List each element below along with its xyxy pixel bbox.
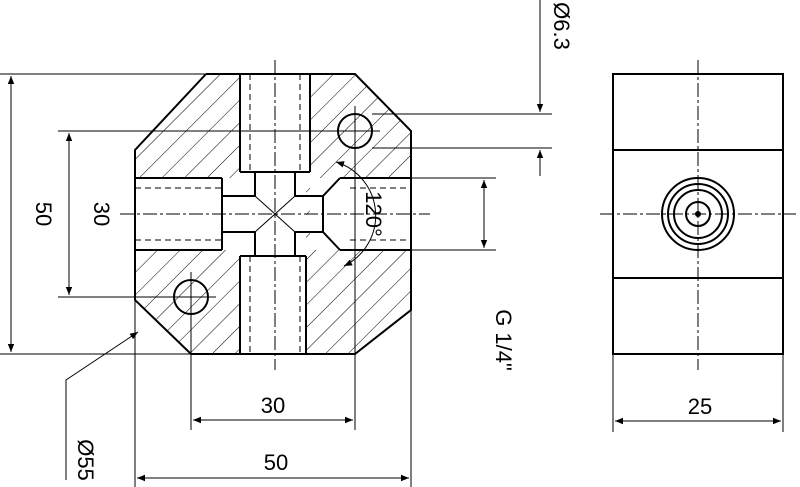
dim-height-overall: 50 <box>31 202 56 226</box>
dim-angle: 120° <box>361 191 386 237</box>
side-view <box>600 60 796 370</box>
bottom-port <box>239 232 307 354</box>
dim-height-flats: 30 <box>89 202 114 226</box>
front-view <box>120 60 430 370</box>
dim-width-bolt: 30 <box>261 393 285 418</box>
section-hatching <box>135 74 411 354</box>
dim-hole-diameter: Ø6.3 <box>549 2 574 50</box>
dim-thread: G 1/4" <box>491 309 516 371</box>
front-dimensions: 50 30 30 50 Ø55 Ø6.3 120° G 1/4" <box>0 0 574 487</box>
dim-width-overall: 50 <box>264 450 288 475</box>
dim-diameter-outer: Ø55 <box>73 439 98 481</box>
side-dimensions: 25 <box>612 354 784 432</box>
dim-side-width: 25 <box>688 394 712 419</box>
top-port <box>239 74 311 196</box>
